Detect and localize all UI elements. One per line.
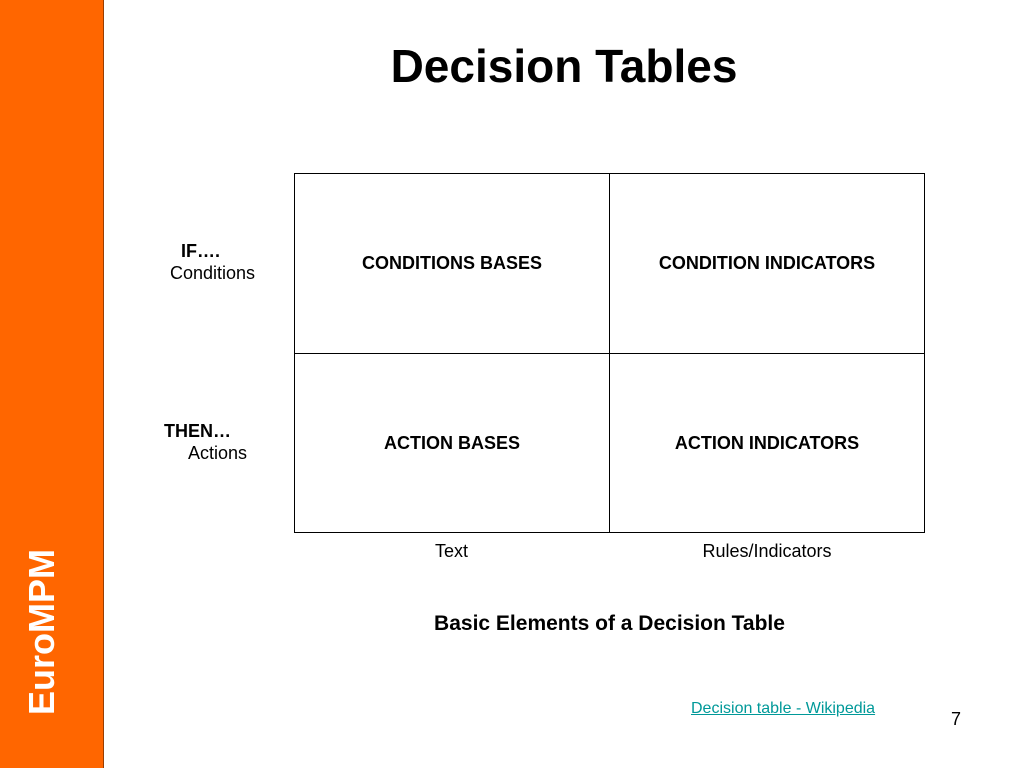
row-sub-actions: Actions [188,443,248,463]
row-keyword-then: THEN… [164,421,231,441]
figure-caption: Basic Elements of a Decision Table [434,612,785,635]
row-keyword-if: IF…. [181,241,220,261]
column-caption-text: Text [434,541,468,561]
sidebar: EuroMPM [0,0,104,768]
slide-title: Decision Tables [390,40,738,92]
cell-action-bases: ACTION BASES [295,354,610,532]
column-caption-rules: Rules/Indicators [702,541,832,561]
brand-logo-text: EuroMPM [21,549,62,715]
cell-action-indicators: ACTION INDICATORS [674,432,860,453]
row-label-conditions: IF…. Conditions [170,240,255,284]
cell-condition-indicators: CONDITION INDICATORS [610,174,924,354]
decision-table-diagram: CONDITIONS BASES CONDITION INDICATORS AC… [294,173,925,533]
row-sub-conditions: Conditions [170,263,256,283]
wikipedia-reference-link[interactable]: Decision table - Wikipedia [691,700,876,717]
row-label-actions: THEN… Actions [164,420,247,464]
cell-condition-bases: CONDITIONS BASES [295,174,610,354]
page-number: 7 [951,709,962,729]
